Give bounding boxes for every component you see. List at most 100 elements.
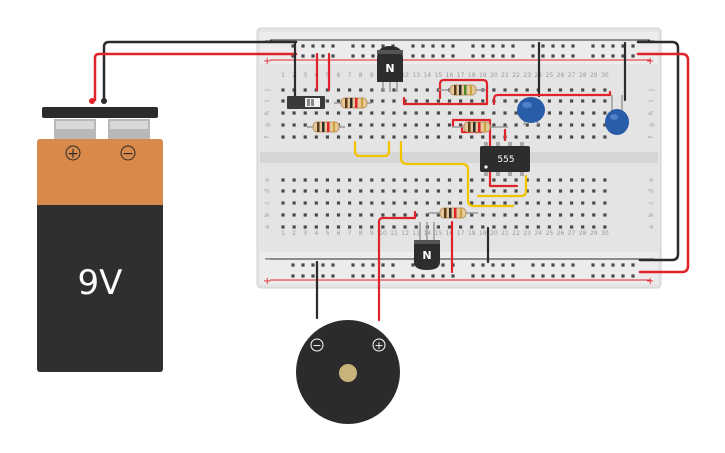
transistor-bottom[interactable]: N: [414, 222, 440, 270]
resistor-1[interactable]: [334, 97, 372, 109]
column-label: 15: [435, 230, 443, 237]
column-label: 24: [534, 230, 542, 237]
column-label: 1: [281, 230, 285, 237]
wire-red-top-loop[interactable]: [402, 78, 489, 106]
column-label: 25: [546, 230, 554, 237]
rail-plus-bottom-right: +: [646, 276, 654, 287]
resistor-5[interactable]: [428, 207, 478, 219]
column-label: 13: [412, 230, 420, 237]
column-label: 25: [546, 72, 554, 79]
column-label: 14: [423, 72, 431, 79]
column-label: 8: [359, 230, 363, 237]
row-label: j: [648, 89, 655, 92]
column-label: 11: [390, 230, 398, 237]
column-number-labels: 1122334455667788991010111112121313141415…: [281, 72, 609, 237]
column-label: 17: [457, 72, 465, 79]
row-label: e: [648, 178, 655, 182]
column-label: 7: [348, 72, 352, 79]
row-label: c: [264, 201, 271, 204]
column-label: 18: [468, 72, 476, 79]
battery-voltage-label: 9V: [78, 263, 123, 303]
column-label: 15: [435, 72, 443, 79]
chip-555[interactable]: 555: [480, 142, 530, 176]
wire-battery-positive[interactable]: [93, 52, 298, 102]
column-label: 5: [325, 230, 329, 237]
buzzer-plus-symbol: +: [374, 339, 383, 352]
column-label: 27: [568, 72, 576, 79]
column-label: 5: [325, 72, 329, 79]
wire-red-bottom[interactable]: [377, 210, 417, 322]
column-label: 17: [457, 230, 465, 237]
row-label: b: [264, 213, 271, 217]
slide-switch[interactable]: [287, 96, 325, 109]
column-label: 22: [512, 230, 520, 237]
breadboard: 1122334455667788991010111112121313141415…: [256, 27, 662, 289]
column-label: 3: [303, 72, 307, 79]
capacitor-1[interactable]: [517, 97, 545, 126]
wire-battery-negative[interactable]: [102, 40, 298, 102]
wire-red-to-cap[interactable]: [492, 90, 612, 106]
piezo-buzzer[interactable]: − +: [296, 320, 400, 424]
row-label: i: [648, 100, 655, 102]
column-label: 4: [314, 230, 318, 237]
resistor-2[interactable]: [307, 121, 345, 133]
column-label: 28: [579, 230, 587, 237]
row-label: e: [264, 178, 271, 182]
transistor-top[interactable]: N: [377, 46, 403, 92]
row-label: g: [648, 123, 655, 127]
column-label: 6: [337, 72, 341, 79]
column-label: 28: [579, 72, 587, 79]
column-label: 10: [379, 230, 387, 237]
column-label: 26: [557, 72, 565, 79]
column-label: 30: [601, 72, 609, 79]
column-label: 19: [479, 72, 487, 79]
column-label: 23: [523, 72, 531, 79]
rail-plus-top-right: +: [646, 56, 654, 67]
row-label: d: [264, 189, 271, 193]
column-label: 6: [337, 230, 341, 237]
transistor-bottom-label: N: [422, 249, 431, 262]
row-label: c: [648, 201, 655, 204]
rail-plus-bottom-left: +: [263, 276, 271, 287]
buzzer-minus-symbol: −: [312, 339, 321, 352]
column-label: 13: [412, 72, 420, 79]
column-label: 29: [590, 72, 598, 79]
wire-right-negative-jumper[interactable]: [636, 40, 680, 262]
column-label: 12: [401, 230, 409, 237]
power-wires: [93, 40, 690, 274]
wire-yellow-long[interactable]: [399, 140, 515, 208]
row-label: j: [264, 89, 271, 92]
column-label: 19: [479, 230, 487, 237]
column-label: 21: [501, 230, 509, 237]
wire-yellow-left[interactable]: [353, 140, 391, 158]
row-label: f: [264, 135, 271, 138]
row-label: g: [264, 123, 271, 127]
row-label: f: [648, 135, 655, 138]
column-label: 3: [303, 230, 307, 237]
column-label: 2: [292, 230, 296, 237]
row-label: i: [264, 100, 271, 102]
row-label: h: [264, 111, 271, 115]
wire-right-positive-jumper[interactable]: [636, 52, 690, 274]
wire-yellow-chip[interactable]: [476, 174, 528, 198]
battery-plus-symbol: +: [67, 146, 79, 162]
chip-label: 555: [497, 155, 514, 165]
wire-red-chip-1[interactable]: [451, 118, 519, 188]
column-label: 29: [590, 230, 598, 237]
resistor-4[interactable]: [452, 121, 508, 133]
column-label: 16: [446, 230, 454, 237]
column-label: 27: [568, 230, 576, 237]
column-label: 22: [512, 72, 520, 79]
column-label: 20: [490, 230, 498, 237]
battery-9v[interactable]: + − 9V: [37, 98, 163, 372]
transistor-top-label: N: [385, 62, 394, 75]
column-label: 23: [523, 230, 531, 237]
column-label: 18: [468, 230, 476, 237]
resistor-3[interactable]: [438, 84, 486, 96]
column-label: 9: [370, 230, 374, 237]
rail-minus-bottom-left: −: [264, 254, 272, 265]
board-wires: [293, 41, 627, 322]
capacitor-2[interactable]: [605, 95, 629, 135]
column-label: 21: [501, 72, 509, 79]
